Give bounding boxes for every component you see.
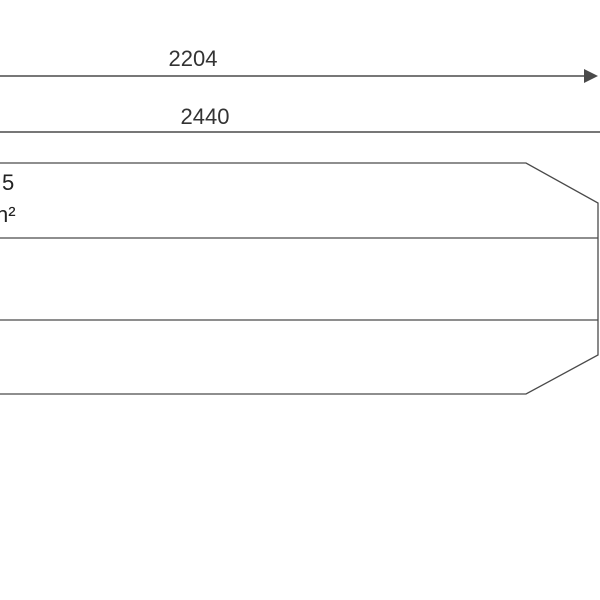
dimension-label-total: 2440 bbox=[181, 104, 230, 129]
dimension-arrowhead bbox=[584, 69, 598, 83]
panel-label-line1: 5 bbox=[2, 170, 14, 195]
panel-outline bbox=[0, 162, 599, 395]
panel-label-line2: n² bbox=[0, 202, 16, 227]
dimension-label-inner: 2204 bbox=[169, 46, 218, 71]
